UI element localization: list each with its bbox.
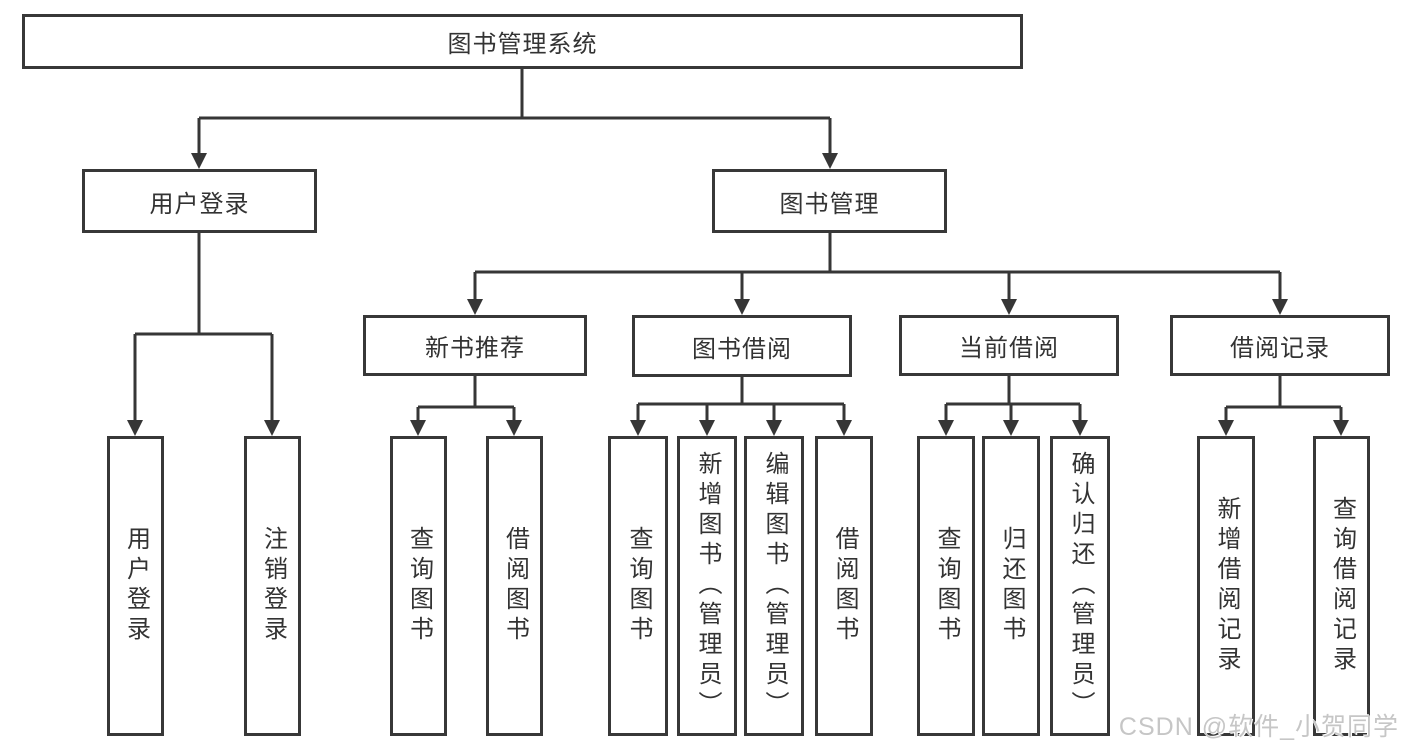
leaf-user-login: 用户登录 [107,436,164,736]
arrow-down-icon [630,420,646,436]
csdn-watermark: CSDN @软件_小贺同学 [1118,713,1399,741]
node-label: 用户登录 [122,526,150,646]
leaf-query-books-borrow: 查询图书 [608,436,668,736]
node-label: 归还图书 [998,526,1025,646]
node-label: 图书借阅 [692,335,792,363]
leaf-add-borrow-record: 新增借阅记录 [1197,436,1255,736]
arrow-down-icon [734,299,750,315]
node-user-login-group: 用户登录 [82,169,317,233]
node-current-borrow: 当前借阅 [899,315,1119,376]
arrowheads-group [127,153,1349,436]
arrow-down-icon [1272,299,1288,315]
node-label: 注销登录 [259,526,287,646]
node-label: 用户登录 [149,190,250,218]
arrow-down-icon [938,420,954,436]
node-label: 查询借阅记录 [1328,496,1356,676]
node-borrow-records: 借阅记录 [1170,315,1390,376]
node-label: 借阅图书 [831,526,858,646]
arrow-down-icon [467,299,483,315]
leaf-edit-book-admin: 编辑图书（管理员） [744,436,804,736]
node-label: 借阅图书 [501,526,529,646]
arrow-down-icon [1001,299,1017,315]
node-label: 图书管理系统 [447,31,598,58]
leaf-borrow-books: 借阅图书 [815,436,873,736]
arrow-down-icon [264,420,280,436]
arrow-down-icon [836,420,852,436]
arrow-down-icon [766,420,782,436]
leaf-return-book: 归还图书 [982,436,1040,736]
node-label: 借阅记录 [1230,335,1330,362]
node-label: 查询图书 [625,526,652,646]
arrow-down-icon [699,420,715,436]
arrow-down-icon [410,420,426,436]
node-label: 新增借阅记录 [1213,496,1240,676]
node-label: 查询图书 [933,526,960,646]
node-label: 当前借阅 [959,335,1059,362]
arrow-down-icon [127,420,143,436]
leaf-query-borrow-record: 查询借阅记录 [1313,436,1370,736]
node-book-management: 图书管理 [712,169,947,233]
node-label: 新书推荐 [425,335,525,362]
node-label: 确认归还（管理员） [1067,451,1094,721]
leaf-confirm-return-admin: 确认归还（管理员） [1050,436,1110,736]
arrow-down-icon [822,153,838,169]
leaf-borrow-books-recommend: 借阅图书 [486,436,543,736]
leaf-query-books-recommend: 查询图书 [390,436,447,736]
node-label: 新增图书（管理员） [694,451,721,721]
arrow-down-icon [1072,420,1088,436]
arrow-down-icon [1333,420,1349,436]
node-label: 编辑图书（管理员） [761,451,788,721]
node-library-management-system: 图书管理系统 [22,14,1023,69]
node-new-book-recommend: 新书推荐 [363,315,587,376]
leaf-query-books-current: 查询图书 [917,436,975,736]
node-label: 查询图书 [405,526,433,646]
arrow-down-icon [191,153,207,169]
arrow-down-icon [1003,420,1019,436]
arrow-down-icon [1218,420,1234,436]
connector-path [133,69,1343,421]
arrow-down-icon [506,420,522,436]
leaf-logout: 注销登录 [244,436,301,736]
node-book-borrow: 图书借阅 [632,315,852,377]
leaf-add-book-admin: 新增图书（管理员） [677,436,737,736]
node-label: 图书管理 [779,190,880,218]
